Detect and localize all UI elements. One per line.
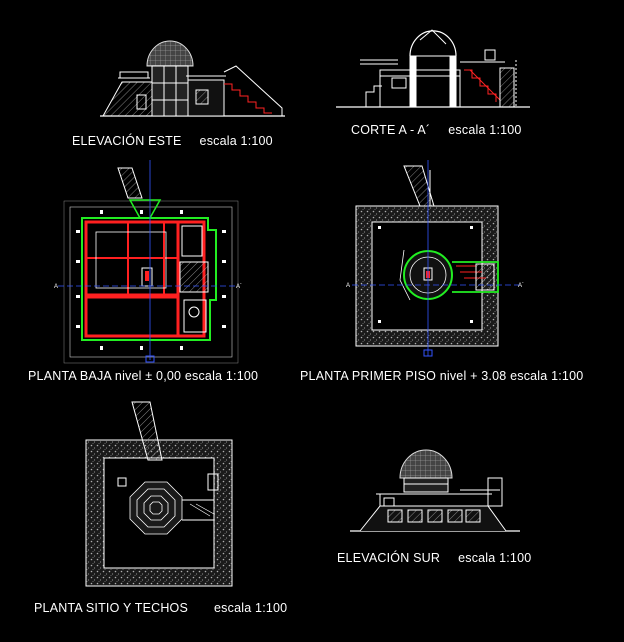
planta-baja-scale: escala 1:100 [184, 369, 259, 383]
section-mark-a-left-2: A [346, 283, 350, 289]
section-mark-a-right-2: A´ [518, 283, 524, 289]
elevacion-sur-drawing [350, 449, 520, 532]
corte-aa-drawing [336, 29, 530, 108]
elevacion-este-title: ELEVACIÓN ESTE [72, 134, 182, 148]
section-mark-a-right: A´ [236, 284, 242, 290]
planta-primer-piso-scale: escala 1:100 [510, 369, 584, 383]
label-elevacion-este: ELEVACIÓN ESTE escala 1:100 [72, 134, 273, 148]
elevacion-sur-scale: escala 1:100 [458, 551, 532, 565]
planta-primer-piso-drawing [352, 160, 520, 357]
planta-baja-title: PLANTA BAJA nivel ± 0,00 [28, 369, 182, 383]
planta-sitio-title: PLANTA SITIO Y TECHOS [34, 601, 189, 615]
label-planta-primer-piso: PLANTA PRIMER PISO nivel + 3.08 escala 1… [300, 369, 583, 383]
planta-sitio-scale: escala 1:100 [214, 601, 288, 615]
elevacion-sur-title: ELEVACIÓN SUR [337, 551, 441, 565]
label-planta-baja: PLANTA BAJA nivel ± 0,00 escala 1:100 [28, 369, 258, 383]
corte-aa-scale: escala 1:100 [448, 123, 522, 137]
label-planta-sitio: PLANTA SITIO Y TECHOS escala 1:100 [34, 601, 287, 615]
planta-sitio-drawing [85, 401, 233, 587]
section-mark-a-left: A [54, 284, 58, 290]
planta-primer-piso-title: PLANTA PRIMER PISO nivel + 3.08 [300, 369, 507, 383]
elevacion-este-scale: escala 1:100 [199, 134, 273, 148]
label-elevacion-sur: ELEVACIÓN SUR escala 1:100 [337, 551, 531, 565]
planta-baja-drawing [58, 160, 239, 364]
label-corte-aa: CORTE A - A´ escala 1:100 [351, 123, 522, 137]
corte-aa-title: CORTE A - A´ [351, 123, 431, 137]
elevacion-este-drawing [100, 40, 285, 117]
